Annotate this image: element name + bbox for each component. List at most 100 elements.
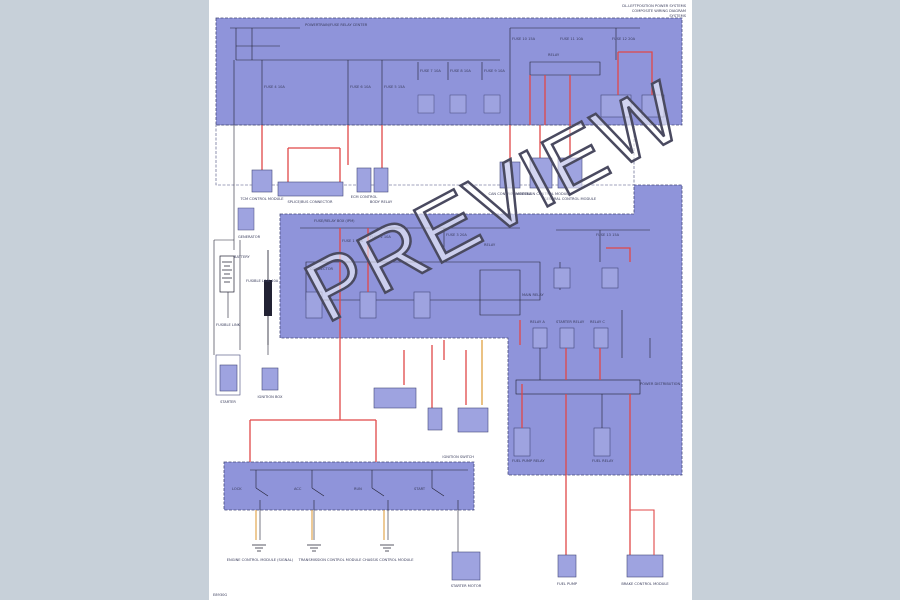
- module-b: [457, 407, 489, 433]
- bottom-component-labels: STARTER MOTOR FUEL PUMP BRAKE CONTROL MO…: [451, 582, 670, 588]
- ignition-switch-label: IGNITION SWITCH: [442, 455, 474, 459]
- svg-text:CAN CONTROL MODULE: CAN CONTROL MODULE: [488, 192, 532, 196]
- top-relay-right: [641, 94, 665, 118]
- top-red-wires: [261, 51, 653, 182]
- module-ecm: [356, 167, 372, 193]
- svg-text:CONNECTOR: CONNECTOR: [310, 267, 334, 271]
- svg-text:FUSE 8 10A: FUSE 8 10A: [450, 69, 471, 73]
- top-box-bus: [230, 27, 640, 125]
- svg-text:GENERAL CONTROL MODULE: GENERAL CONTROL MODULE: [544, 197, 597, 201]
- generator-module: [373, 387, 417, 409]
- svg-text:STARTER RELAY: STARTER RELAY: [556, 320, 585, 324]
- svg-text:ENGINE CONTROL MODULE (SIGNAL): ENGINE CONTROL MODULE (SIGNAL): [227, 558, 294, 562]
- svg-text:FUSE 11 10A: FUSE 11 10A: [560, 37, 584, 41]
- svg-text:FUSE 10 15A: FUSE 10 15A: [512, 37, 536, 41]
- module-can: [499, 161, 521, 189]
- svg-text:RUN: RUN: [354, 487, 362, 491]
- top-relay-b: [449, 94, 467, 114]
- header-line-2: COMPOSITE WIRING DIAGRAM: [632, 9, 686, 13]
- module-body-relay: [373, 167, 389, 193]
- starter-box: [215, 354, 241, 396]
- ignition-switch-panel: [223, 461, 475, 511]
- brake-module-red: [630, 509, 655, 555]
- top-fusebox-label: POWERTRAIN/FUSE RELAY CENTER: [305, 23, 368, 27]
- battery-symbol: [219, 255, 235, 318]
- svg-text:RELAY A: RELAY A: [530, 320, 545, 324]
- left-small-fuse: [237, 207, 255, 231]
- svg-text:BODY RELAY: BODY RELAY: [370, 200, 393, 204]
- fusible-link-40a: FUSIBLE LINK 40A: [246, 279, 279, 283]
- header-line-1: DL-LEFTPOSITION POWER SYSTEMS: [622, 4, 687, 8]
- mid-relay-4: [553, 267, 571, 289]
- svg-text:POWERTRAIN CONTROL MODULE: POWERTRAIN CONTROL MODULE: [511, 192, 571, 196]
- svg-text:ECM CONTROL: ECM CONTROL: [351, 195, 378, 199]
- ignition-red-feed: [249, 419, 377, 462]
- svg-text:FUSE 3 20A: FUSE 3 20A: [446, 233, 467, 237]
- module-splice-bus: [277, 181, 344, 197]
- mid-relay-2: [359, 291, 377, 319]
- module-tcm: [251, 169, 273, 193]
- svg-text:FUSE 4 10A: FUSE 4 10A: [264, 85, 285, 89]
- lower-right-labels: RELAY A STARTER RELAY RELAY C FUEL PUMP …: [512, 320, 680, 463]
- bottom-components: [451, 551, 664, 581]
- mid-red-wires: [339, 228, 631, 420]
- mid-fusebox-label: FUSE/RELAY BOX (IPM): [314, 219, 355, 223]
- svg-text:RELAY: RELAY: [484, 243, 496, 247]
- svg-text:BRAKE CONTROL MODULE: BRAKE CONTROL MODULE: [621, 582, 669, 586]
- svg-text:FUSE 12 20A: FUSE 12 20A: [612, 37, 636, 41]
- svg-text:FUEL RELAY: FUEL RELAY: [592, 459, 614, 463]
- brake-module-box: [626, 554, 664, 578]
- lr-relay-c: [593, 327, 609, 349]
- svg-text:START: START: [414, 487, 426, 491]
- svg-text:FUSE 2 10A: FUSE 2 10A: [370, 235, 391, 239]
- footer-code: E8930G: [213, 593, 227, 597]
- ignition-label: IGNITION BOX: [258, 395, 284, 399]
- svg-text:STARTER MOTOR: STARTER MOTOR: [451, 584, 482, 588]
- svg-text:LOCK: LOCK: [232, 487, 242, 491]
- lower-right-red: [521, 348, 631, 555]
- lower-right-components: [513, 327, 611, 457]
- svg-text:TRANSMISSION CONTROL MODULE: TRANSMISSION CONTROL MODULE: [298, 558, 362, 562]
- lower-right-black: [539, 310, 651, 428]
- svg-text:FUEL PUMP: FUEL PUMP: [557, 582, 578, 586]
- svg-text:TCM CONTROL MODULE: TCM CONTROL MODULE: [239, 197, 284, 201]
- mid-lower-components: [373, 387, 489, 433]
- ground-labels: ENGINE CONTROL MODULE (SIGNAL) TRANSMISS…: [227, 558, 414, 562]
- top-relay-left: [600, 94, 632, 118]
- mid-relay-5: [601, 267, 619, 289]
- starter-motor-box: [451, 551, 481, 581]
- mid-box-fuses: FUSE 1 15A FUSE 2 10A FUSE 3 20A RELAY F…: [310, 233, 620, 297]
- svg-text:RELAY: RELAY: [548, 53, 560, 57]
- svg-text:FUSE 5 15A: FUSE 5 15A: [384, 85, 405, 89]
- upper-module-labels: TCM CONTROL MODULE SPLICE/BUS CONNECTOR …: [239, 192, 596, 204]
- svg-text:FUSE 9 10A: FUSE 9 10A: [484, 69, 505, 73]
- mid-box-components: [305, 267, 619, 319]
- lr-relay-a: [532, 327, 548, 349]
- svg-text:FUEL PUMP RELAY: FUEL PUMP RELAY: [512, 459, 545, 463]
- mid-fusebox-panel: [279, 184, 683, 476]
- module-gcm: [557, 157, 583, 189]
- header-line-3: SYSTEMS: [669, 14, 686, 18]
- svg-text:POWER DISTRIBUTION: POWER DISTRIBUTION: [640, 382, 680, 386]
- top-box-fuses: FUSE 4 10A FUSE 6 10A FUSE 5 15A FUSE 7 …: [264, 37, 636, 89]
- ground-symbols: [252, 544, 394, 552]
- svg-text:FUSE 7 10A: FUSE 7 10A: [420, 69, 441, 73]
- svg-text:RELAY C: RELAY C: [590, 320, 605, 324]
- fuel-pump-box: [557, 554, 577, 578]
- svg-text:FUSE 1 15A: FUSE 1 15A: [342, 239, 363, 243]
- starter-motor: [219, 364, 238, 392]
- fusible-link-label: FUSIBLE LINK: [216, 323, 241, 327]
- generator-label: GENERATOR: [238, 235, 261, 239]
- battery-label: BATTERY: [234, 255, 251, 259]
- lr-relay-starter: [559, 327, 575, 349]
- top-relay-c: [483, 94, 501, 114]
- ignition-box: [261, 367, 279, 391]
- switch-positions: LOCK ACC RUN START: [232, 487, 426, 491]
- svg-text:MAIN RELAY: MAIN RELAY: [522, 293, 544, 297]
- svg-text:FUSE 13 15A: FUSE 13 15A: [596, 233, 620, 237]
- lr-fuel-pump-relay: [513, 427, 531, 457]
- top-relay-a: [417, 94, 435, 114]
- fusible-link-symbol: [264, 250, 272, 345]
